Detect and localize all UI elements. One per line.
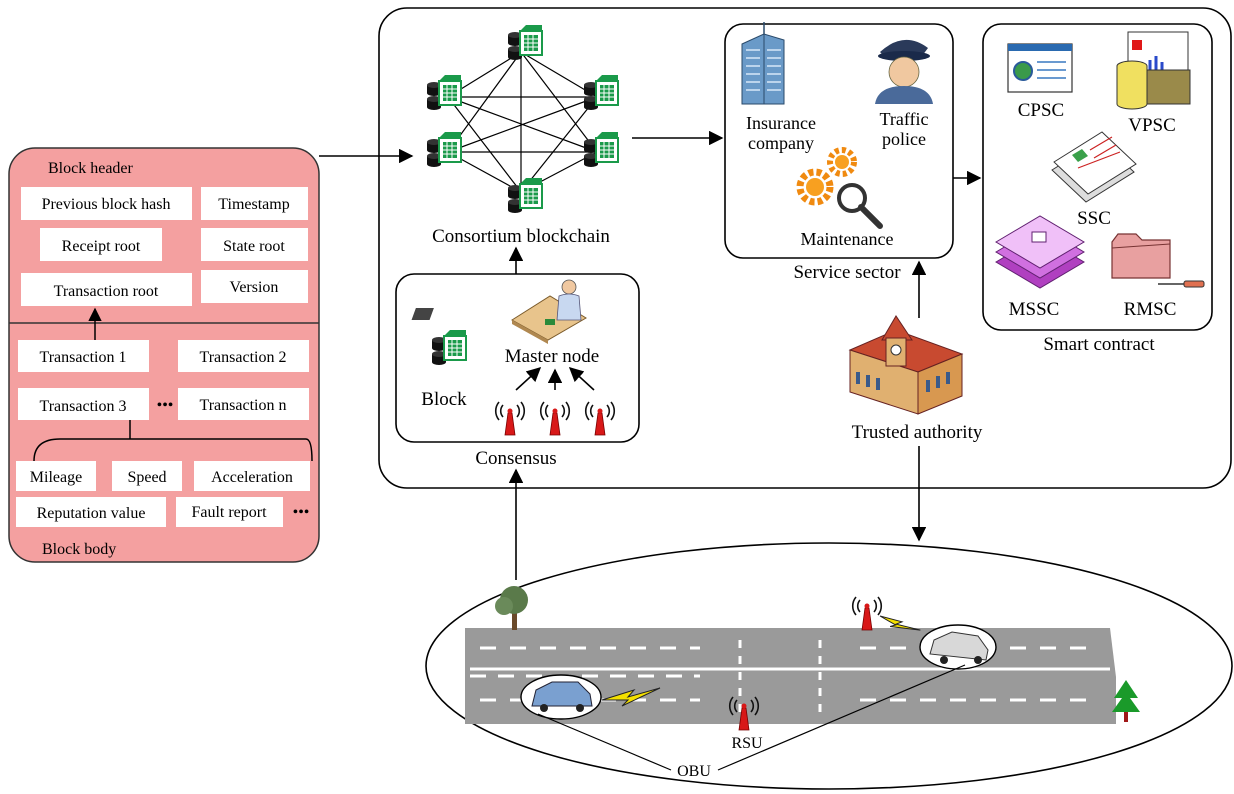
field-acceleration: Acceleration <box>211 469 293 486</box>
building-icon <box>741 22 785 105</box>
block-body-title: Block body <box>42 541 116 558</box>
field-speed: Speed <box>127 469 166 486</box>
police-officer-icon <box>875 39 933 104</box>
field-box <box>176 497 283 527</box>
arrow-tower-to-master <box>515 367 542 391</box>
field-timestamp: Timestamp <box>218 196 289 213</box>
authority-building-icon <box>848 315 964 415</box>
blockchain-node-icon <box>507 24 543 61</box>
consensus-section: Block Master node Consensus <box>395 246 640 469</box>
field-fault-report: Fault report <box>191 504 267 521</box>
insurance-label-line2: company <box>748 133 814 153</box>
obu-leader-line <box>717 664 966 771</box>
consensus-tower-icon <box>539 401 571 436</box>
rsu-label: RSU <box>731 735 763 752</box>
field-previous-block-hash: Previous block hash <box>42 196 171 213</box>
consensus-tower-icon <box>494 401 526 436</box>
blockchain-node-icon <box>507 177 543 214</box>
ssc-label: SSC <box>1077 208 1111 229</box>
transaction-2: Transaction 2 <box>200 349 287 366</box>
consortium-blockchain: Consortium blockchain <box>426 24 619 247</box>
field-box <box>201 270 308 303</box>
body-ellipsis: ••• <box>293 504 310 521</box>
mssc-label: MSSC <box>1009 299 1060 320</box>
field-box <box>16 497 166 527</box>
obu-label: OBU <box>677 763 711 780</box>
wireless-link-icon <box>879 615 921 631</box>
field-box <box>178 340 309 372</box>
field-box <box>16 461 96 491</box>
block-structure: Block header Block body Previous block h… <box>8 147 320 563</box>
police-label-line2: police <box>882 129 926 149</box>
field-box <box>201 228 308 261</box>
service-sector: Insurance company Traffic police Mainten… <box>724 22 954 283</box>
car-icon <box>919 624 997 670</box>
field-box <box>18 388 149 420</box>
block-header-title: Block header <box>48 160 134 177</box>
field-box <box>194 461 310 491</box>
field-box <box>40 228 162 261</box>
blockchain-node-icon <box>583 74 619 111</box>
cpsc-label: CPSC <box>1018 100 1064 121</box>
field-box <box>178 388 309 420</box>
mssc-icon <box>995 215 1085 289</box>
master-node-label: Master node <box>505 346 599 367</box>
field-receipt-root: Receipt root <box>62 238 141 255</box>
consensus-tower-icon <box>584 401 616 436</box>
field-box <box>21 187 192 220</box>
trusted-authority-label: Trusted authority <box>852 422 983 443</box>
rmsc-label: RMSC <box>1124 299 1177 320</box>
insurance-label-line1: Insurance <box>746 113 816 133</box>
field-transaction-root: Transaction root <box>54 283 159 300</box>
blockchain-node-icon <box>426 131 462 168</box>
system-frame <box>378 7 1232 489</box>
smart-contract-section: CPSC VPSC SSC MSSC <box>982 23 1213 355</box>
field-box <box>21 273 192 306</box>
tree-icon <box>495 586 528 630</box>
vpsc-label: VPSC <box>1128 115 1176 136</box>
field-state-root: State root <box>223 238 285 255</box>
transaction-n: Transaction n <box>200 397 287 414</box>
smart-contract-box <box>982 23 1213 331</box>
maintenance-gears-icon <box>796 147 883 229</box>
police-label-line1: Traffic <box>880 109 929 129</box>
field-box <box>18 340 149 372</box>
service-box <box>724 23 954 259</box>
field-version: Version <box>230 279 279 296</box>
smart-contract-label: Smart contract <box>1043 334 1155 355</box>
field-mileage: Mileage <box>30 469 82 486</box>
blockchain-label: Consortium blockchain <box>432 226 610 247</box>
service-sector-label: Service sector <box>793 262 901 283</box>
vpsc-icon <box>1116 31 1191 110</box>
body-brace <box>33 438 313 462</box>
mesh-links <box>447 51 598 193</box>
rmsc-icon <box>1111 233 1205 288</box>
car-icon <box>520 674 602 720</box>
trusted-authority: Trusted authority <box>848 260 983 542</box>
ssc-icon <box>1051 131 1137 203</box>
master-node-icon <box>411 279 587 344</box>
obu-leader-line <box>537 713 672 771</box>
blockchain-node-icon <box>583 131 619 168</box>
field-box <box>112 461 182 491</box>
pine-tree-icon <box>1112 680 1140 722</box>
transaction-ellipsis: ••• <box>157 397 174 414</box>
road-scene: RSU OBU <box>425 542 1233 790</box>
consensus-block-label: Block <box>421 389 467 410</box>
consensus-block-icon <box>431 329 467 366</box>
cpsc-icon <box>1007 43 1073 93</box>
arrow-tower-to-master <box>568 367 595 391</box>
blockchain-node-icon <box>426 74 462 111</box>
consensus-label: Consensus <box>475 448 556 469</box>
transaction-3: Transaction 3 <box>40 398 127 415</box>
field-reputation-value: Reputation value <box>37 505 146 522</box>
transaction-1: Transaction 1 <box>40 349 127 366</box>
maintenance-label: Maintenance <box>801 229 894 249</box>
field-box <box>201 187 308 220</box>
consensus-box <box>395 273 640 443</box>
